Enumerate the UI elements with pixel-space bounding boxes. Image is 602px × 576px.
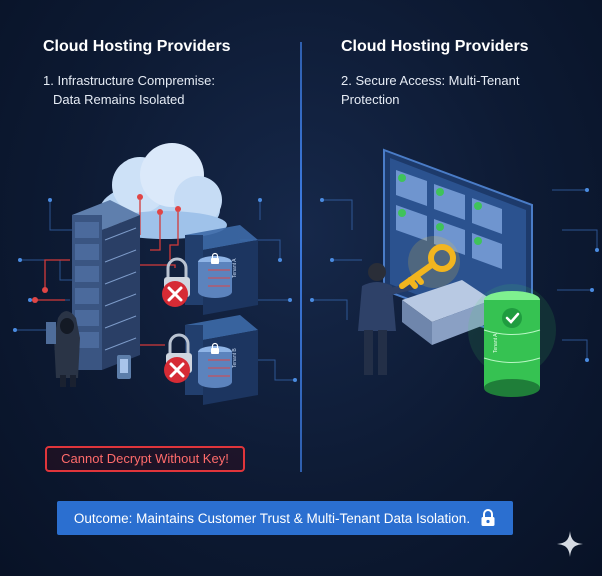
user-person-icon bbox=[358, 263, 418, 375]
tenant-b-vault: Tenant B bbox=[185, 315, 258, 405]
left-subtitle-line1: 1. Infrastructure Compremise: bbox=[43, 73, 215, 88]
tenant-b-label: Tenant B bbox=[232, 348, 238, 368]
x-icon bbox=[164, 357, 190, 383]
right-subtitle-line2: Protection bbox=[341, 92, 400, 107]
secure-tenant-label: Tenant A bbox=[493, 333, 499, 353]
left-title: Cloud Hosting Providers bbox=[43, 38, 231, 55]
lock-icon bbox=[481, 509, 495, 526]
checkmark-icon bbox=[398, 174, 482, 245]
checkmark-icon bbox=[505, 312, 520, 324]
keyboard bbox=[402, 280, 492, 322]
sparkle-icon bbox=[557, 531, 583, 557]
server-rack-icon bbox=[72, 200, 140, 370]
right-title: Cloud Hosting Providers bbox=[341, 38, 529, 55]
left-panel: Cloud Hosting Providers 1. Infrastructur… bbox=[0, 0, 300, 490]
outcome-banner: Outcome: Maintains Customer Trust & Mult… bbox=[57, 501, 513, 535]
key-icon bbox=[399, 236, 460, 289]
right-subtitle-line1: 2. Secure Access: Multi-Tenant bbox=[341, 73, 520, 88]
hooded-attacker-icon bbox=[46, 311, 80, 387]
x-icon bbox=[162, 281, 188, 307]
secure-access-illustration: Tenant A bbox=[310, 148, 599, 397]
cannot-decrypt-warning: Cannot Decrypt Without Key! bbox=[45, 446, 245, 472]
lock-icon bbox=[211, 252, 219, 354]
tenant-a-vault: Tenant A bbox=[185, 225, 258, 315]
right-panel: Cloud Hosting Providers 2. Secure Access… bbox=[302, 0, 602, 490]
panel-divider bbox=[300, 42, 302, 472]
secure-database: Tenant A bbox=[468, 284, 556, 397]
left-subtitle-line2: Data Remains Isolated bbox=[53, 92, 185, 107]
compromised-infrastructure-illustration: Tenant A Tenant B bbox=[13, 143, 297, 405]
outcome-text: Outcome: Maintains Customer Trust & Mult… bbox=[73, 510, 471, 526]
tenant-a-label: Tenant A bbox=[232, 258, 238, 278]
